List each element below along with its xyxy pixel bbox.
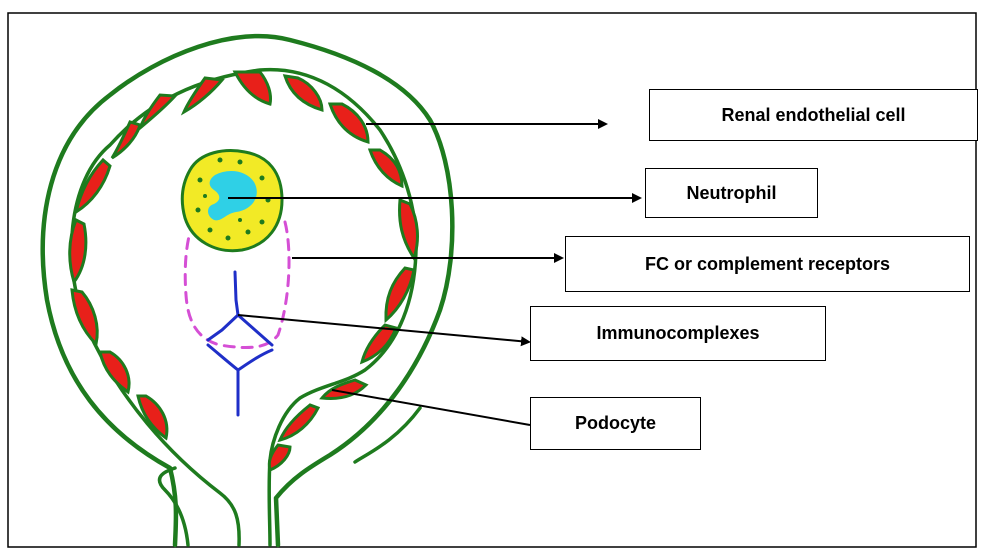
- label-neutrophil: Neutrophil: [645, 168, 818, 218]
- label-podocyte: Podocyte: [530, 397, 701, 450]
- label-immunocomplexes: Immunocomplexes: [530, 306, 826, 361]
- endothelial-cell: [235, 72, 271, 104]
- line-podocyte: [332, 390, 530, 425]
- endothelial-cell: [370, 150, 402, 186]
- label-fc-complement-receptors: FC or complement receptors: [565, 236, 970, 292]
- endothelial-cell: [400, 200, 418, 258]
- endothelial-cell: [100, 352, 129, 392]
- endothelial-cell: [70, 220, 86, 282]
- endothelial-cell: [184, 78, 222, 112]
- endothelial-cell: [280, 405, 318, 440]
- label-renal-endothelial-cell: Renal endothelial cell: [649, 89, 978, 141]
- endothelial-cell: [285, 76, 322, 110]
- endothelial-cell: [72, 290, 97, 344]
- neutrophil: [182, 151, 282, 251]
